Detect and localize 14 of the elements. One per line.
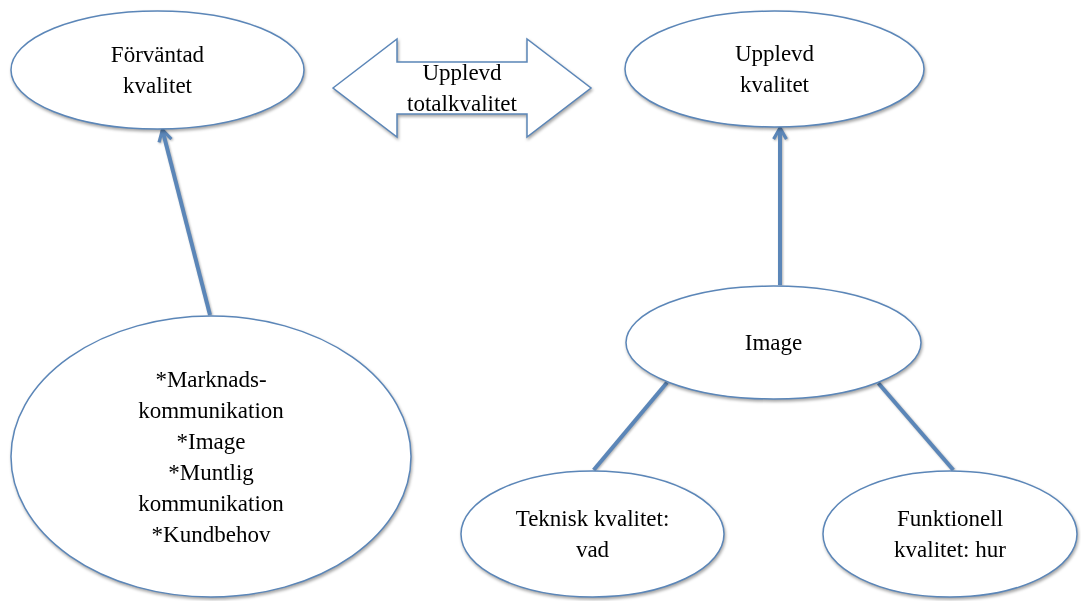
node-label: Image — [743, 329, 804, 357]
node-label: *Kundbehov — [150, 520, 272, 549]
node-label: *Muntlig kommunikation — [137, 458, 285, 518]
node-label: Upplevd totalkvalitet — [406, 59, 518, 118]
arrow — [157, 128, 212, 316]
node-label: Funktionell kvalitet: hur — [893, 505, 1007, 564]
arrow — [772, 126, 788, 286]
node-label: Teknisk kvalitet: vad — [514, 505, 671, 564]
node-label: Upplevd kvalitet — [733, 40, 816, 99]
node-label: *Image — [175, 427, 247, 456]
node-label: Förväntad kvalitet — [109, 41, 206, 100]
connector-line — [592, 381, 669, 472]
node-label: *Marknads-kommunikation — [137, 365, 285, 425]
connector-line — [876, 381, 955, 472]
